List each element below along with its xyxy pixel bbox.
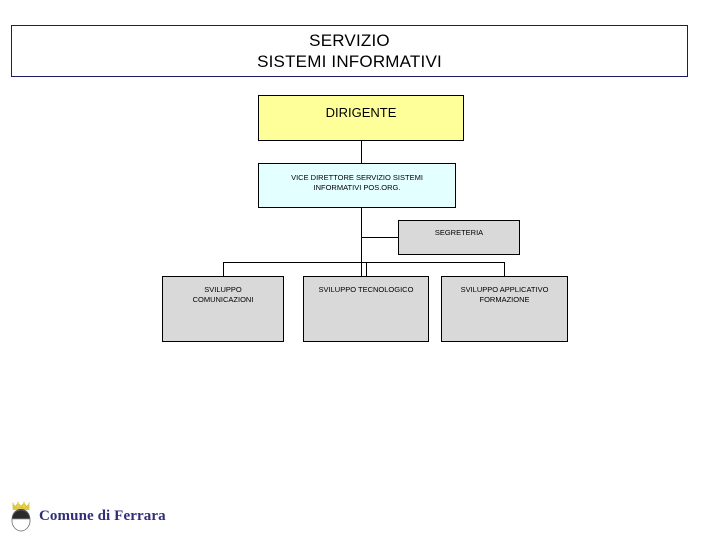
org-node-segreteria-label: SEGRETERIA — [434, 228, 484, 237]
slide-title-box: SERVIZIO SISTEMI INFORMATIVI — [11, 25, 688, 77]
ferrara-coat-of-arms-icon — [8, 500, 34, 532]
org-node-segreteria: SEGRETERIA — [398, 220, 520, 255]
org-node-dirigente-label: DIRIGENTE — [325, 105, 397, 120]
connector-drop-tecnologico — [366, 262, 367, 276]
connector-dirigente-to-vice — [361, 141, 362, 163]
slide-title-line-1: SERVIZIO — [309, 31, 390, 50]
org-node-sviluppo-comunicazioni: SVILUPPO COMUNICAZIONI — [162, 276, 284, 342]
connector-drop-comunicazioni — [223, 262, 224, 276]
org-node-sviluppo-tecnologico: SVILUPPO TECNOLOGICO — [303, 276, 429, 342]
connector-distribution-bar — [223, 262, 505, 263]
connector-drop-applicativo — [504, 262, 505, 276]
connector-vice-trunk — [361, 208, 362, 276]
connector-vice-to-segreteria — [361, 237, 399, 238]
org-node-dirigente: DIRIGENTE — [258, 95, 464, 141]
org-node-sviluppo-tecnologico-label: SVILUPPO TECNOLOGICO — [318, 285, 414, 294]
footer-organization-name: Comune di Ferrara — [39, 507, 166, 524]
org-node-vice-direttore: VICE DIRETTORE SERVIZIO SISTEMI INFORMAT… — [258, 163, 456, 208]
org-node-vice-direttore-label: VICE DIRETTORE SERVIZIO SISTEMI INFORMAT… — [291, 173, 423, 192]
org-node-sviluppo-applicativo-label: SVILUPPO APPLICATIVO FORMAZIONE — [460, 285, 549, 304]
org-node-sviluppo-applicativo: SVILUPPO APPLICATIVO FORMAZIONE — [441, 276, 568, 342]
footer: Comune di Ferrara — [8, 500, 166, 532]
org-node-sviluppo-comunicazioni-label: SVILUPPO COMUNICAZIONI — [192, 285, 254, 304]
slide-title-line-2: SISTEMI INFORMATIVI — [257, 52, 442, 71]
